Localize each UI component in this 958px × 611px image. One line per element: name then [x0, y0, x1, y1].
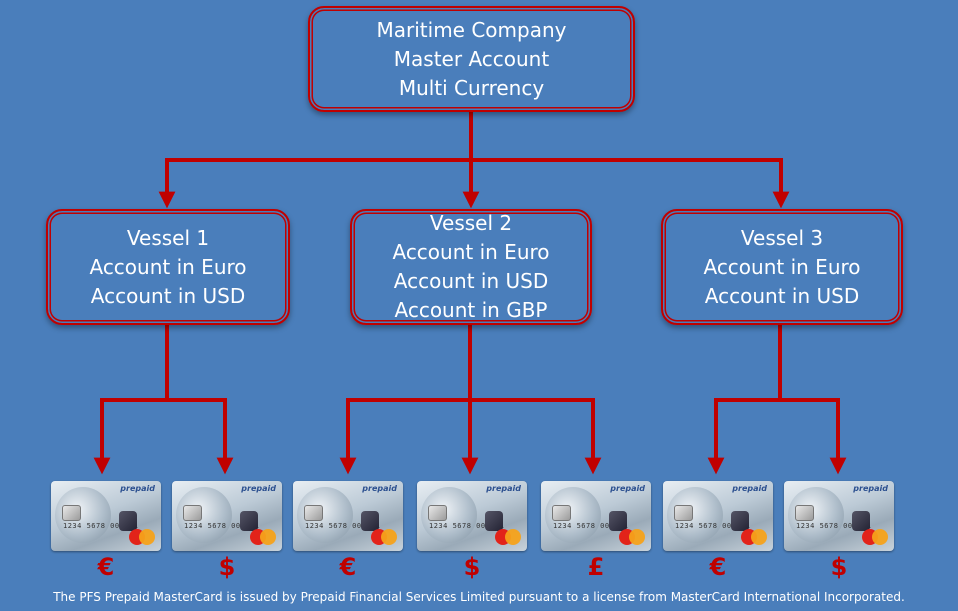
hologram-icon [240, 511, 258, 531]
hologram-icon [361, 511, 379, 531]
vessel-3-account-usd: Account in USD [704, 283, 860, 308]
prepaid-card: prepaid 1234 5678 0000 1 [172, 481, 282, 551]
currency-symbol-6: € [709, 553, 727, 581]
master-line-1: Maritime Company [376, 17, 567, 42]
mastercard-logo-icon [862, 529, 888, 545]
vessel-2-account-gbp: Account in GBP [394, 298, 548, 322]
prepaid-card: prepaid 1234 5678 0000 1 [663, 481, 773, 551]
vessel-3-box: Vessel 3 Account in Euro Account in USD [661, 209, 903, 325]
vessel-2-box: Vessel 2 Account in Euro Account in USD … [350, 209, 592, 325]
card-brand: prepaid [241, 484, 276, 493]
prepaid-card: prepaid 1234 5678 0000 1 [784, 481, 894, 551]
footer-disclaimer: The PFS Prepaid MasterCard is issued by … [53, 590, 905, 604]
mastercard-logo-icon [741, 529, 767, 545]
vessel-2-account-usd: Account in USD [393, 269, 549, 293]
mastercard-logo-icon [371, 529, 397, 545]
card-brand: prepaid [362, 484, 397, 493]
vessel-1-box: Vessel 1 Account in Euro Account in USD [46, 209, 290, 325]
card-brand: prepaid [610, 484, 645, 493]
hologram-icon [609, 511, 627, 531]
card-brand: prepaid [120, 484, 155, 493]
prepaid-card: prepaid 1234 5678 0000 1 [293, 481, 403, 551]
vessel-2-account-euro: Account in Euro [392, 240, 550, 264]
hologram-icon [852, 511, 870, 531]
card-number: 1234 5678 0000 1 [305, 522, 381, 530]
card-number: 1234 5678 0000 1 [429, 522, 505, 530]
mastercard-logo-icon [129, 529, 155, 545]
chip-icon [62, 505, 81, 521]
chip-icon [795, 505, 814, 521]
chip-icon [552, 505, 571, 521]
chip-icon [304, 505, 323, 521]
chip-icon [674, 505, 693, 521]
vessel-1-account-usd: Account in USD [90, 283, 246, 308]
hologram-icon [119, 511, 137, 531]
currency-symbol-5: £ [587, 553, 605, 581]
card-brand: prepaid [732, 484, 767, 493]
currency-symbol-2: $ [218, 553, 236, 581]
mastercard-logo-icon [495, 529, 521, 545]
vessel-2-title: Vessel 2 [429, 211, 513, 235]
currency-symbol-4: $ [463, 553, 481, 581]
prepaid-card: prepaid 1234 5678 0000 1 [51, 481, 161, 551]
prepaid-card: prepaid 1234 5678 0000 1 [541, 481, 651, 551]
vessel-3-account-euro: Account in Euro [703, 254, 861, 279]
card-brand: prepaid [486, 484, 521, 493]
vessel-1-title: Vessel 1 [126, 225, 210, 250]
vessel-1-account-euro: Account in Euro [89, 254, 247, 279]
mastercard-logo-icon [250, 529, 276, 545]
master-line-3: Multi Currency [398, 75, 545, 100]
card-number: 1234 5678 0000 1 [184, 522, 260, 530]
chip-icon [428, 505, 447, 521]
master-line-2: Master Account [393, 46, 550, 71]
card-number: 1234 5678 0000 1 [553, 522, 629, 530]
hologram-icon [731, 511, 749, 531]
prepaid-card: prepaid 1234 5678 0000 1 [417, 481, 527, 551]
vessel-3-title: Vessel 3 [740, 225, 824, 250]
currency-symbol-3: € [339, 553, 357, 581]
card-number: 1234 5678 0000 1 [63, 522, 139, 530]
card-number: 1234 5678 0000 1 [675, 522, 751, 530]
mastercard-logo-icon [619, 529, 645, 545]
currency-symbol-7: $ [830, 553, 848, 581]
master-account-box: Maritime Company Master Account Multi Cu… [308, 6, 635, 112]
currency-symbol-1: € [97, 553, 115, 581]
hologram-icon [485, 511, 503, 531]
card-number: 1234 5678 0000 1 [796, 522, 872, 530]
chip-icon [183, 505, 202, 521]
card-brand: prepaid [853, 484, 888, 493]
